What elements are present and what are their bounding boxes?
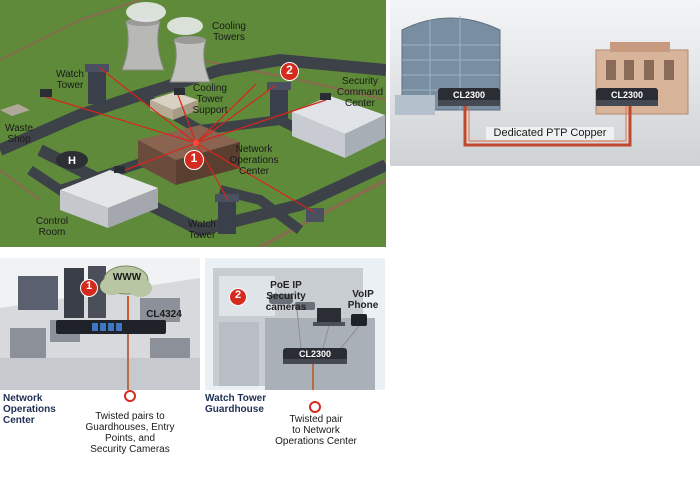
guardhouse-caption: Twisted pair to Network Operations Cente… [275,414,357,447]
label-watch-tower-top: Watch Tower [56,69,84,91]
svg-text:H: H [68,155,76,167]
noc-room-panel: 1 WWW CL4324 [0,258,200,390]
guardhouse-title: Watch Tower Guardhouse [205,393,267,415]
marker-one-label: 1 [190,151,198,165]
marker-one [184,150,204,170]
noc-caption: Twisted pairs to Guardhouses, Entry Poin… [85,411,175,455]
guardhouse-device-label: CL2300 [298,349,332,359]
guardhouse-marker-label: 2 [234,289,242,301]
label-cooling-tower-support: Cooling Tower Support [192,83,228,116]
poe-label: PoE IP Security cameras [265,280,307,313]
guardhouse-illustration [205,258,385,390]
switch-label: CL4324 [146,309,182,320]
guardhouse-cable-end [309,401,321,413]
noc-cable-end [124,390,136,402]
voip-label: VoIP Phone [347,289,379,311]
noc-room-illustration [0,258,200,390]
marker-two [280,62,299,81]
device-right-label: CL2300 [611,90,643,100]
link-label: Dedicated PTP Copper [486,127,614,140]
ptp-link-illustration: CL2300 CL2300 [390,0,700,166]
label-watch-tower-bottom: Watch Tower [188,219,216,241]
label-cooling-towers: Cooling Towers [212,21,246,43]
noc-title: Network Operations Center [3,393,56,426]
label-network-operations-center: Network Operations Center [229,144,279,177]
guardhouse-panel: 2 PoE IP Security cameras VoIP Phone CL2… [205,258,385,390]
label-waste-shop: Waste Shop [5,123,33,145]
ptp-link-panel: CL2300 CL2300 Dedicated PTP Copper [390,0,700,166]
noc-marker [80,279,98,297]
cloud-label: WWW [112,272,142,283]
guardhouse-marker [229,288,247,306]
label-security-command-center: Security Command Center [336,76,384,109]
noc-marker-label: 1 [85,280,93,292]
campus-map-illustration: H [0,0,386,247]
label-control-room: Control Room [35,216,69,238]
campus-map-panel: H [0,0,386,247]
device-left-label: CL2300 [453,90,485,100]
marker-two-label: 2 [286,63,293,77]
